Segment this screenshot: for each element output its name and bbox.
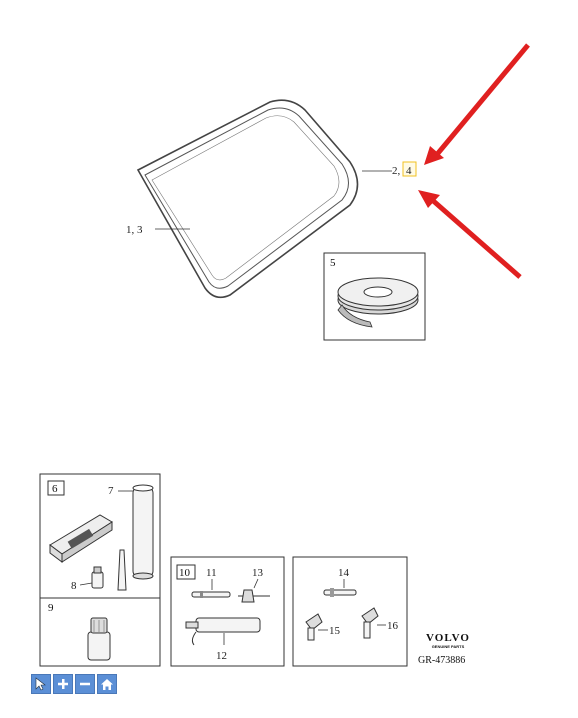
- clip-tool: [238, 589, 270, 603]
- tape-roll: [337, 277, 419, 328]
- select-button[interactable]: [31, 674, 51, 694]
- zoom-in-button[interactable]: [53, 674, 73, 694]
- callout-9[interactable]: 9: [48, 602, 54, 614]
- callout-2[interactable]: 2,: [392, 165, 401, 177]
- callout-14[interactable]: 14: [338, 567, 350, 579]
- bolt-tool: [191, 591, 231, 598]
- callout-8[interactable]: 8: [71, 580, 77, 592]
- red-arrowhead-upper: [424, 146, 444, 165]
- callout-5[interactable]: 5: [330, 257, 336, 269]
- cursor-icon: [35, 677, 46, 691]
- nozzle: [117, 549, 127, 591]
- push-clip-16: [361, 607, 379, 639]
- red-arrow-lower: [428, 196, 522, 279]
- highlight-box: [402, 161, 417, 177]
- callout-4[interactable]: 4: [406, 165, 412, 177]
- viewer-toolbar: [31, 674, 117, 694]
- callout-15[interactable]: 15: [329, 625, 341, 637]
- red-arrowhead-lower: [418, 190, 440, 208]
- pin-clip: [323, 588, 357, 597]
- diagram-reference: GR-473886: [418, 655, 466, 666]
- callout-13[interactable]: 13: [252, 567, 264, 579]
- caulking-gun: [185, 617, 261, 646]
- primer-bottle: [87, 617, 111, 661]
- small-bottle: [91, 566, 104, 589]
- volvo-logo: VOLVO GENUINE PARTS: [418, 632, 478, 650]
- callout-10[interactable]: 10: [179, 567, 191, 579]
- quarter-glass: [136, 99, 359, 299]
- callout-7[interactable]: 7: [108, 485, 114, 497]
- applicator-pad: [49, 514, 113, 563]
- callout-11[interactable]: 11: [206, 567, 217, 579]
- brand-tagline: GENUINE PARTS: [431, 644, 465, 649]
- push-clip-15: [305, 613, 323, 641]
- red-arrow-upper: [432, 43, 530, 160]
- callout-12[interactable]: 12: [216, 650, 227, 662]
- callout-16[interactable]: 16: [387, 620, 399, 632]
- adhesive-cartridge: [132, 484, 154, 580]
- leader-13: [253, 578, 259, 589]
- clips-panel: [292, 556, 408, 667]
- home-button[interactable]: [97, 674, 117, 694]
- tools-number-box: [176, 564, 196, 580]
- zoom-out-icon: [80, 682, 90, 686]
- brand-logo-text: VOLVO: [426, 632, 470, 644]
- callout-1-3[interactable]: 1, 3: [126, 224, 143, 236]
- callout-6[interactable]: 6: [52, 483, 58, 495]
- zoom-in-icon: [58, 679, 68, 689]
- zoom-out-button[interactable]: [75, 674, 95, 694]
- home-icon: [101, 678, 113, 690]
- kit-number-box: [47, 480, 65, 496]
- leader-8: [79, 582, 93, 586]
